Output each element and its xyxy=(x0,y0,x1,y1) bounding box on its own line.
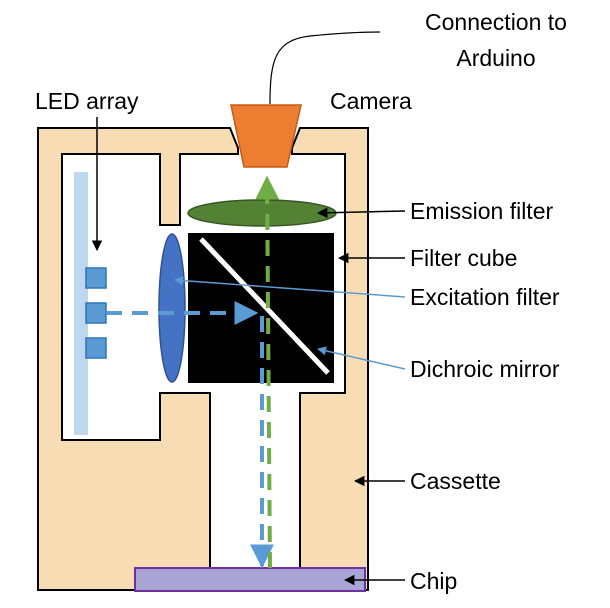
dichroic-mirror-pointer xyxy=(317,346,406,370)
led-2 xyxy=(85,302,107,324)
connection-label-line1: Connection to xyxy=(425,9,567,35)
emission-filter-pointer xyxy=(316,207,406,219)
chip xyxy=(134,567,366,592)
dichroic-mirror-label: Dichroic mirror xyxy=(410,356,560,382)
excitation-filter-pointer xyxy=(174,276,406,298)
camera xyxy=(230,104,302,168)
arduino-cable xyxy=(269,31,381,105)
cassette-body xyxy=(37,127,369,591)
led-array-label: LED array xyxy=(35,88,139,114)
led-1 xyxy=(85,267,107,289)
filter-cube-label: Filter cube xyxy=(410,245,517,271)
cassette-label: Cassette xyxy=(410,468,501,494)
led-3 xyxy=(85,337,107,359)
excitation-filter xyxy=(158,233,186,383)
camera-label: Camera xyxy=(330,88,412,114)
led-strip xyxy=(74,172,88,435)
excitation-filter-label: Excitation filter xyxy=(410,284,560,310)
emission-light xyxy=(255,175,280,569)
dichroic-mirror xyxy=(199,237,330,375)
emission-filter xyxy=(187,199,337,227)
chip-label: Chip xyxy=(410,568,457,594)
emission-filter-label: Emission filter xyxy=(410,198,553,224)
connection-label-line2: Arduino xyxy=(456,45,535,71)
filter-cube xyxy=(188,233,334,383)
